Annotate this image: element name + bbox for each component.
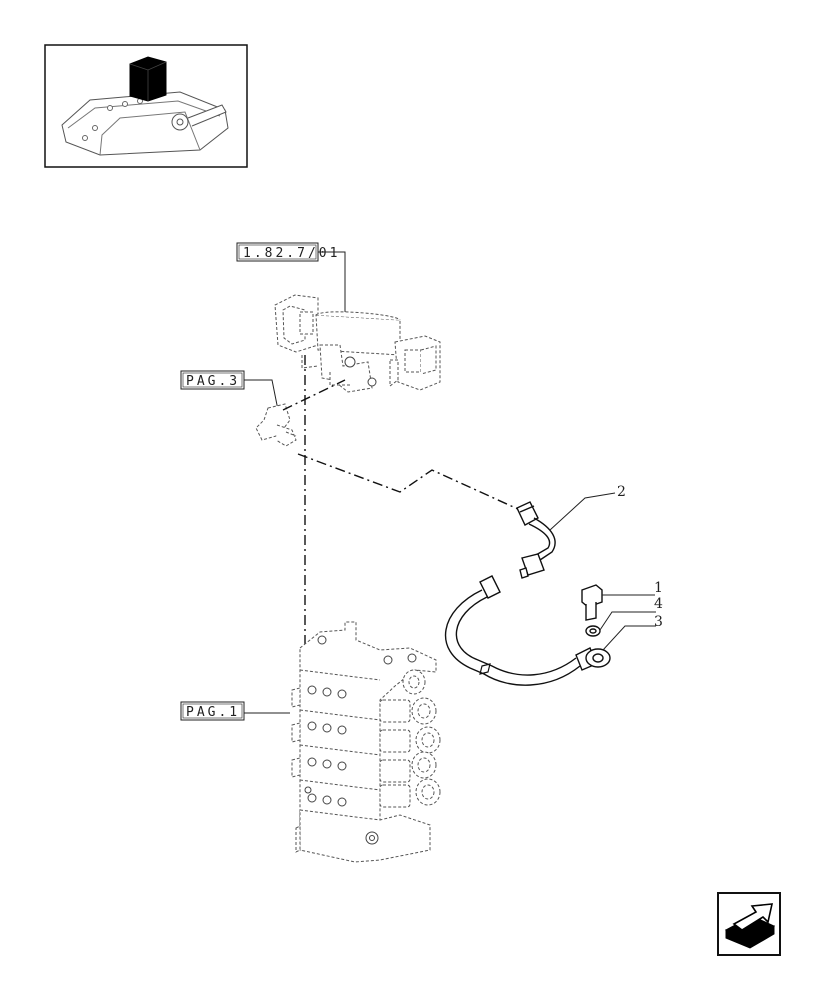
item-number-3: 3: [654, 614, 663, 630]
next-page-arrow-icon[interactable]: [717, 892, 781, 956]
item-3-callout[interactable]: 3: [602, 614, 663, 651]
reference-text-fitting: PAG.3: [186, 374, 240, 389]
valve-port-holes: [307, 635, 417, 807]
lift-cover-thumbnail-icon: [61, 56, 229, 156]
lift-valve-assembly: [274, 294, 441, 393]
item-number-1: 1: [654, 580, 663, 596]
elbow-fitting: [255, 403, 297, 447]
item-number-4: 4: [654, 596, 663, 612]
reference-label-fitting[interactable]: PAG.3: [180, 370, 279, 411]
thumbnail-frame[interactable]: [44, 44, 248, 168]
valve-spools: [379, 669, 441, 808]
reference-label-top[interactable]: 1.82.7/01: [236, 242, 346, 318]
connection-lines: [282, 355, 521, 650]
hose-assembly-part-2[interactable]: 2: [444, 484, 626, 686]
reference-label-valve[interactable]: PAG.1: [180, 701, 290, 721]
banjo-bolt-part-1[interactable]: 1: [581, 580, 663, 621]
item-number-2: 2: [617, 484, 626, 500]
reference-text-top: 1.82.7/01: [243, 246, 340, 261]
control-valve-block: [291, 621, 441, 863]
sealing-washer-part-4[interactable]: 4: [585, 596, 663, 637]
reference-text-valve: PAG.1: [186, 705, 240, 720]
